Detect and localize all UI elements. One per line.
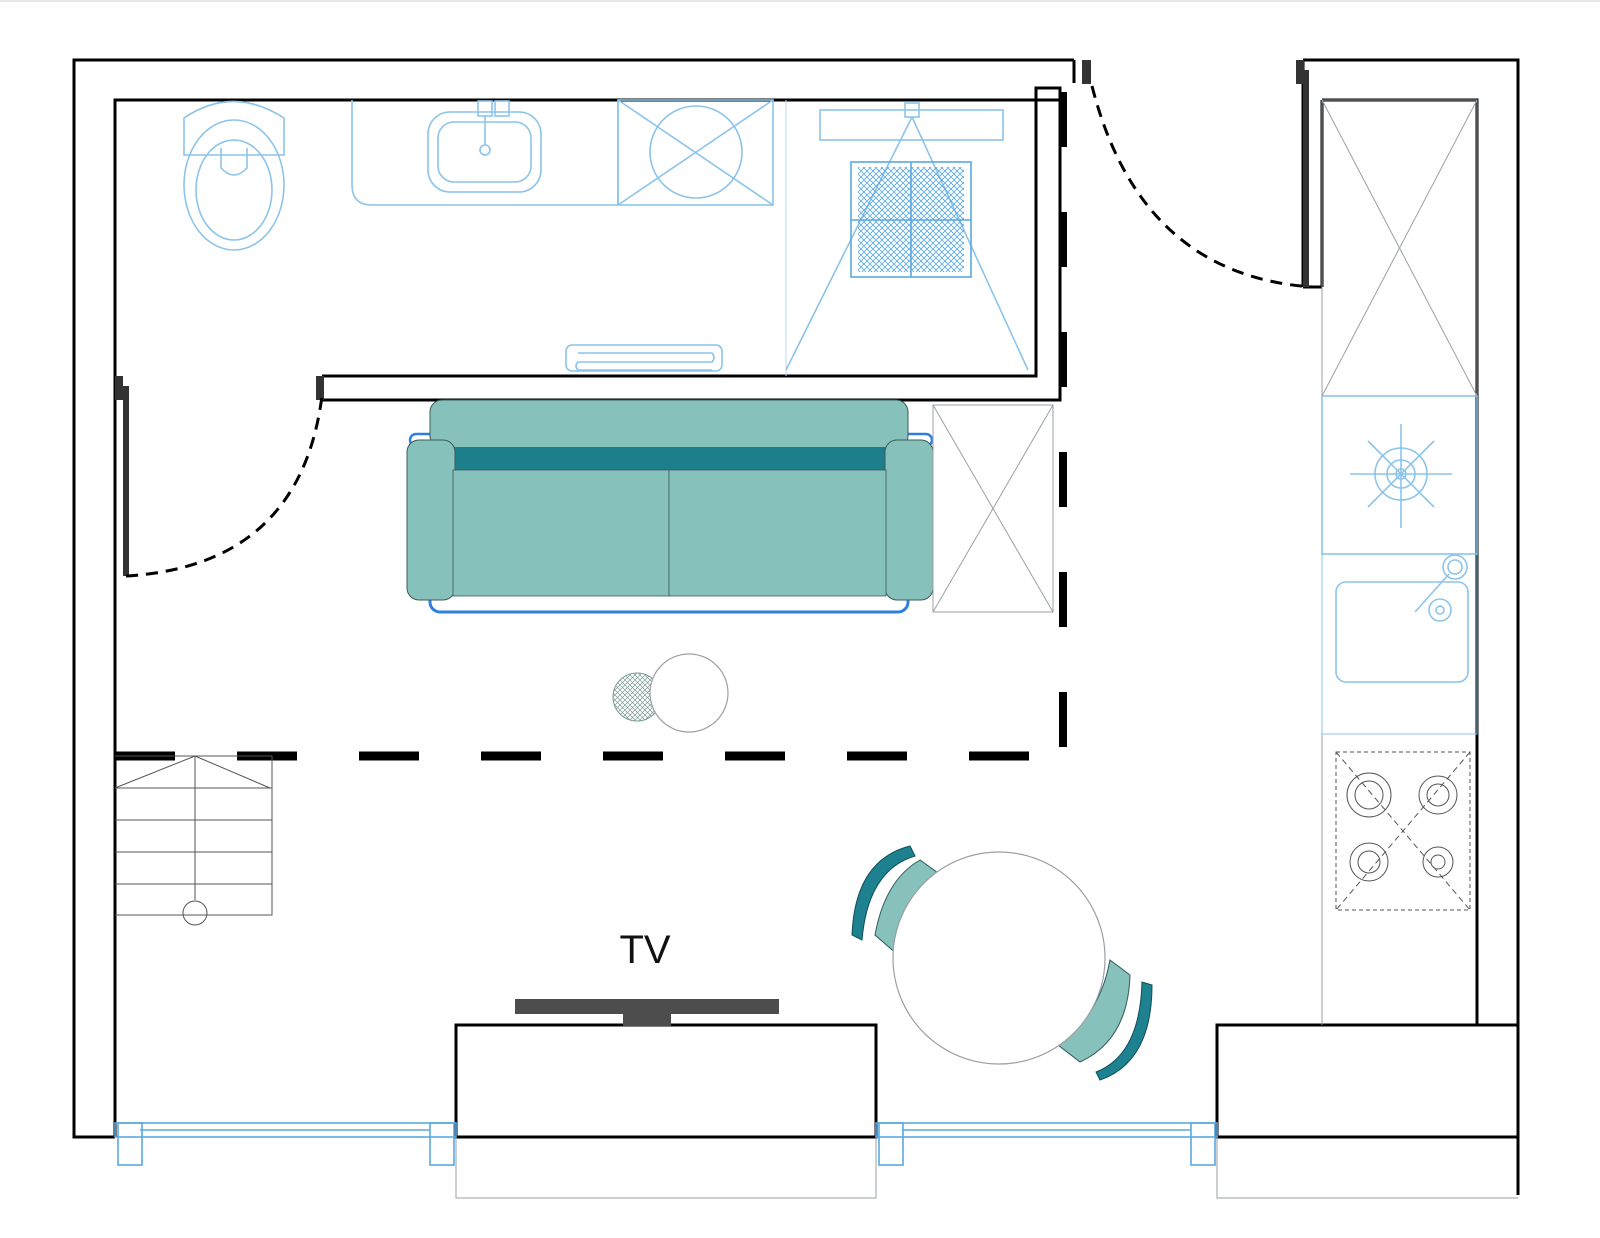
washbasin-icon — [351, 100, 619, 206]
shower-icon — [785, 100, 1029, 376]
door-swing-icon — [125, 395, 324, 578]
dining-table-icon — [851, 845, 1153, 1081]
freezer-icon — [1321, 395, 1478, 555]
washing-machine-icon — [617, 99, 774, 206]
outer-walls — [72, 58, 1520, 1199]
storage-cabinet-icon — [932, 404, 1054, 613]
cooktop-icon — [1335, 751, 1471, 911]
chair-icon — [1057, 959, 1153, 1081]
toilet-icon — [183, 100, 285, 251]
window-icon — [875, 1122, 1218, 1166]
side-table-icon — [612, 653, 729, 733]
sofa-icon — [406, 399, 934, 614]
fridge-icon — [1321, 99, 1478, 397]
kitchen-counter — [1321, 99, 1478, 1025]
door-swing-icon — [1090, 85, 1313, 289]
towel-radiator-icon — [565, 344, 723, 372]
tv-label: TV — [619, 928, 671, 972]
tv-icon — [515, 999, 779, 1026]
stairs-icon — [114, 755, 273, 926]
window-icon — [114, 1122, 457, 1166]
kitchen-sink-icon — [1321, 553, 1478, 735]
